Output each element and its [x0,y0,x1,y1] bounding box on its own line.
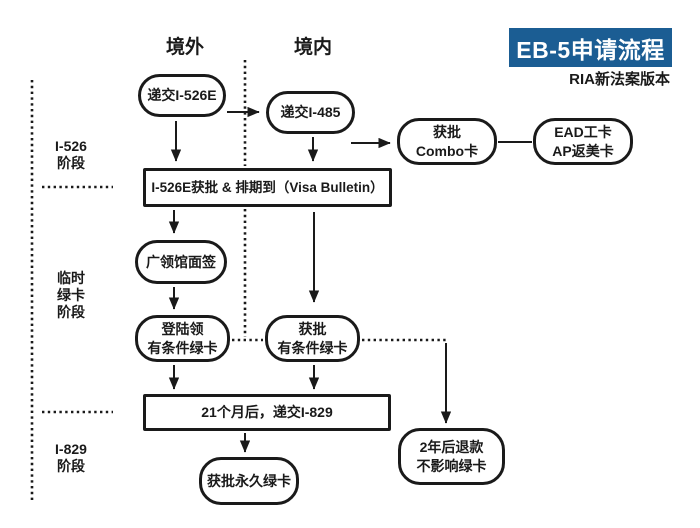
node-approved-conditional-green-card: 获批 有条件绿卡 [265,315,360,362]
node-label: 2年后退款 [419,439,484,456]
node-refund-after-2-years: 2年后退款 不影响绿卡 [398,428,505,485]
node-label: I-526E获批 & 排期到（Visa Bulletin） [151,179,384,195]
stage-label-line: 临时 [57,270,85,286]
node-label: Combo卡 [415,142,479,159]
node-label: 有条件绿卡 [277,339,348,356]
stage-label-line: 阶段 [57,304,85,320]
node-label: 21个月后，递交I-829 [201,404,333,421]
node-label: 递交I-485 [280,104,341,121]
node-consulate-interview: 广领馆面签 [135,240,227,284]
node-label: 登陆领 [161,321,204,338]
page-title: EB-5申请流程 [509,28,672,67]
node-combo-card-approved: 获批 Combo卡 [397,118,497,165]
stage-label-line: I-829 [55,441,87,457]
column-header-domestic: 境内 [293,37,332,58]
stage-label-line: 阶段 [57,155,85,171]
node-label: 有条件绿卡 [147,339,218,356]
stage-label-line: 绿卡 [57,287,85,303]
column-header-overseas: 境外 [165,37,204,58]
node-label: 获批 [298,321,327,338]
node-submit-i526e: 递交I-526E [138,74,226,117]
node-ead-ap-cards: EAD工卡 AP返美卡 [533,118,633,165]
node-label: 递交I-526E [147,87,217,104]
stage-label-line: 阶段 [57,458,85,474]
node-label: 不影响绿卡 [416,457,487,474]
stage-label-line: I-526 [55,138,87,154]
node-label: 获批 [433,124,461,141]
node-label: 获批永久绿卡 [207,472,291,489]
node-permanent-green-card-approved: 获批永久绿卡 [199,457,299,505]
node-landing-conditional-green-card: 登陆领 有条件绿卡 [135,315,230,362]
stage-label-i829: I-829 阶段 [39,441,103,475]
node-label: EAD工卡 [554,124,612,141]
node-label: AP返美卡 [552,142,614,159]
node-i526e-approved-visa-bulletin: I-526E获批 & 排期到（Visa Bulletin） [143,168,392,207]
node-submit-i829: 21个月后，递交I-829 [143,394,391,431]
page-title-text: EB-5申请流程 [516,36,665,63]
stage-label-i526: I-526 阶段 [39,138,103,172]
node-label: 广领馆面签 [146,253,216,270]
page-subtitle: RIA新法案版本 [569,71,670,88]
stage-label-temporary-green-card: 临时 绿卡 阶段 [39,270,103,321]
node-submit-i485: 递交I-485 [266,91,355,134]
